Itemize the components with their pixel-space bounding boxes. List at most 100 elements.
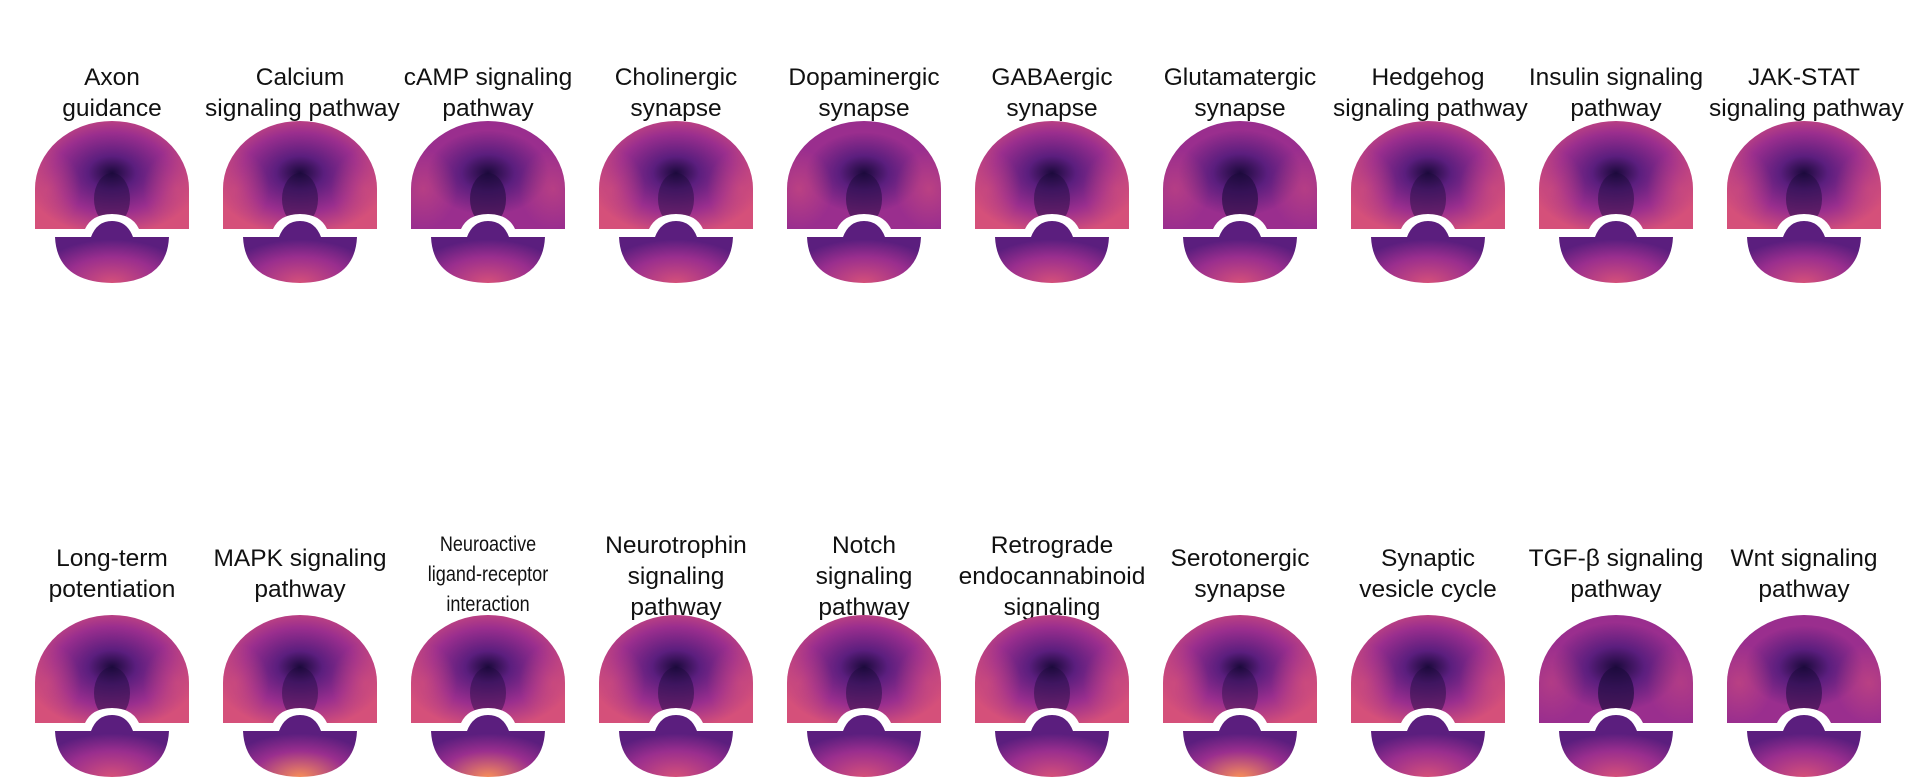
panel-title-line: JAK-STAT [1747,64,1861,91]
panel-title-line: pathway [1758,576,1850,603]
medial-darkspot [1222,173,1258,225]
panel-title-line: TGF-β signaling [1528,545,1704,572]
medial-darkspot [846,173,882,225]
panel-title-line: pathway [254,576,346,603]
panel-title-line: Wnt signaling [1730,545,1878,572]
panel-title-line: vesicle cycle [1359,576,1497,603]
dorsal-hotspot [982,121,1122,167]
dorsal-hotspot [1546,121,1686,167]
panel-title: TGF-β signaling pathway [1521,543,1711,605]
cerebellum-region [1747,715,1861,777]
lateral-hotspot [223,643,269,723]
dorsal-hotspot [42,121,182,167]
medial-darkspot [282,667,318,719]
brain-heatmap-icon [1163,121,1317,283]
medial-darkspot [1786,173,1822,225]
panel-title-line: synapse [818,95,910,122]
brain-heatmap-icon [975,121,1129,283]
lateral-hotspot [1539,149,1585,229]
panel-title-line: Insulin signaling [1528,64,1704,91]
lateral-hotspot [411,149,457,229]
panel-title-line: cAMP signaling [403,64,573,91]
lateral-hotspot [411,643,457,723]
cerebellum-region [1371,715,1485,777]
panel-title: Hedgehog signaling pathway [1333,62,1528,124]
lateral-hotspot [1271,643,1317,723]
lateral-hotspot [787,149,833,229]
cerebellum-region [995,221,1109,283]
brain-heatmap-icon [1351,121,1505,283]
brain-heatmap-icon [223,121,377,283]
lateral-hotspot [1647,643,1693,723]
cerebellum-region [243,715,357,777]
lateral-hotspot [1271,149,1317,229]
panel-title-line: signaling [815,563,913,590]
panel-title-line: Axon [84,64,140,91]
lateral-hotspot [975,643,1021,723]
lateral-hotspot [519,149,565,229]
panel-title-line: Cholinergic [614,64,738,91]
lateral-hotspot [707,643,753,723]
cerebellum-region [243,221,357,283]
lateral-hotspot [1163,643,1209,723]
cerebellum-region [431,715,545,777]
medial-darkspot [846,667,882,719]
panel-title: Wnt signaling pathway [1709,543,1899,605]
medial-darkspot [1410,173,1446,225]
cerebellum-region [807,221,921,283]
lateral-hotspot [519,643,565,723]
lateral-hotspot [787,643,833,723]
medial-darkspot [1222,667,1258,719]
panel-title-line: Neurotrophin [605,532,747,559]
panel-title: Insulin signaling pathway [1521,62,1711,124]
cerebellum-region [431,221,545,283]
brain-heatmap-icon [35,121,189,283]
panel-title-line: Synaptic [1381,545,1475,572]
lateral-hotspot [143,643,189,723]
medial-darkspot [1598,173,1634,225]
panel-title: JAK-STAT signaling pathway [1709,62,1904,124]
dorsal-hotspot [1170,121,1310,167]
lateral-hotspot [707,149,753,229]
lateral-hotspot [1835,643,1881,723]
panel-title-line: pathway [1570,95,1662,122]
cerebellum-region [619,221,733,283]
panel-title-line: synapse [1006,95,1098,122]
panel-title-line: pathway [1570,576,1662,603]
panel-title-line: guidance [62,95,162,122]
medial-darkspot [1598,667,1634,719]
medial-darkspot [470,173,506,225]
panel-title-line: Hedgehog [1371,64,1485,91]
brain-heatmap-icon [787,121,941,283]
cerebellum-region [1559,715,1673,777]
panel-title-line: signaling pathway [1333,95,1528,122]
panel-title-line: interaction [446,593,530,616]
panel-title: Synaptic vesicle cycle [1333,543,1523,605]
cerebellum-region [619,715,733,777]
cerebellum-region [1183,715,1297,777]
cerebellum-region [55,715,169,777]
lateral-hotspot [1459,149,1505,229]
panel-title-line: synapse [1194,576,1286,603]
panel-title-line: GABAergic [991,64,1113,91]
panel-title-line: signaling pathway [1709,95,1904,122]
panel-title-line: pathway [442,95,534,122]
panel-title-line: synapse [1194,95,1286,122]
dorsal-hotspot [1358,121,1498,167]
lateral-hotspot [1539,643,1585,723]
panel-title-line: Notch [831,532,896,559]
dorsal-hotspot [1734,121,1874,167]
medial-darkspot [470,667,506,719]
cerebellum-region [1371,221,1485,283]
panel-title-line: signaling pathway [205,95,400,122]
panel-title-line: signaling [627,563,725,590]
medial-darkspot [282,173,318,225]
medial-darkspot [1034,667,1070,719]
lateral-hotspot [35,643,81,723]
